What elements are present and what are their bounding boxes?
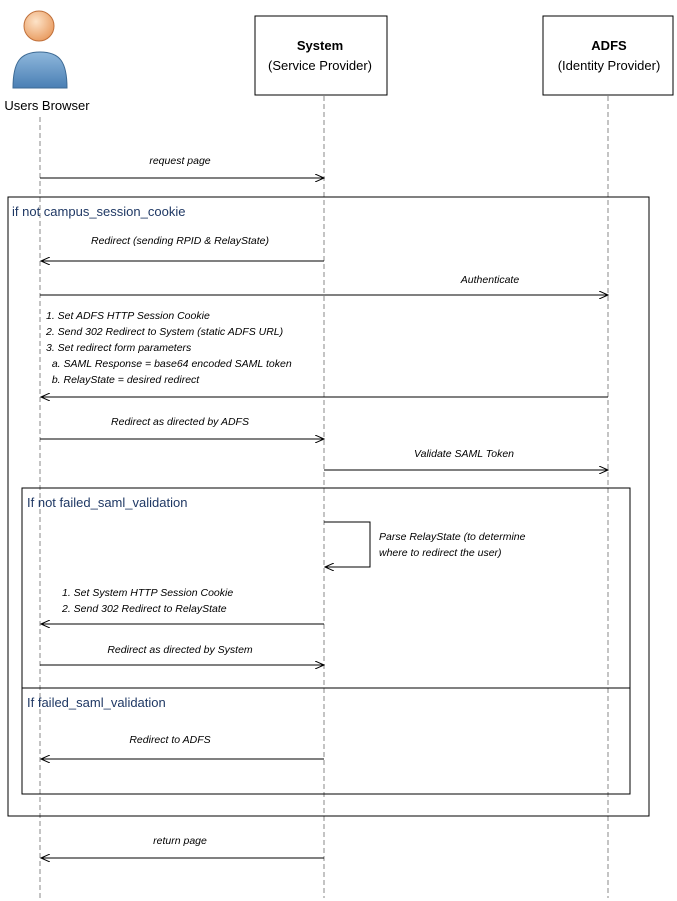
outer-fragment-label: if not campus_session_cookie	[12, 204, 185, 219]
adfs-title: ADFS	[591, 38, 627, 53]
system-participant-box	[254, 15, 388, 96]
system-subtitle: (Service Provider)	[268, 58, 372, 73]
adfs-participant-box	[542, 15, 674, 96]
msg-adfs-line-3: 3. Set redirect form parameters	[46, 342, 192, 354]
msg-system-cookie-line-1: 1. Set System HTTP Session Cookie	[62, 587, 233, 599]
outer-fragment	[7, 196, 650, 817]
browser-label: Users Browser	[4, 98, 90, 113]
msg-parse-relaystate-line-1: Parse RelayState (to determine	[379, 531, 526, 543]
browser-actor-icon	[12, 10, 68, 89]
msg-redirect-rpid-label: Redirect (sending RPID & RelayState)	[91, 235, 269, 247]
msg-system-cookie-line-2: 2. Send 302 Redirect to RelayState	[61, 603, 227, 615]
msg-redirect-by-adfs-label: Redirect as directed by ADFS	[111, 416, 249, 428]
msg-redirect-to-adfs-label: Redirect to ADFS	[129, 734, 210, 746]
msg-request-page-label: request page	[149, 155, 210, 167]
msg-parse-relaystate-arrow	[324, 521, 371, 567]
system-title: System	[297, 38, 343, 53]
msg-validate-saml-label: Validate SAML Token	[414, 448, 514, 460]
msg-parse-relaystate-line-2: where to redirect the user)	[379, 547, 502, 559]
msg-adfs-line-1: 1. Set ADFS HTTP Session Cookie	[46, 310, 210, 322]
msg-return-page-label: return page	[153, 835, 207, 847]
adfs-subtitle: (Identity Provider)	[558, 58, 661, 73]
msg-authenticate-label: Authenticate	[460, 274, 520, 286]
msg-adfs-line-4: a. SAML Response = base64 encoded SAML t…	[46, 358, 292, 370]
msg-redirect-by-system-label: Redirect as directed by System	[107, 644, 253, 656]
inner-else-label: If failed_saml_validation	[27, 695, 166, 710]
inner-if-label: If not failed_saml_validation	[27, 495, 187, 510]
msg-adfs-line-2: 2. Send 302 Redirect to System (static A…	[45, 326, 283, 338]
msg-adfs-line-5: b. RelayState = desired redirect	[46, 374, 200, 386]
inner-fragment	[21, 487, 631, 795]
